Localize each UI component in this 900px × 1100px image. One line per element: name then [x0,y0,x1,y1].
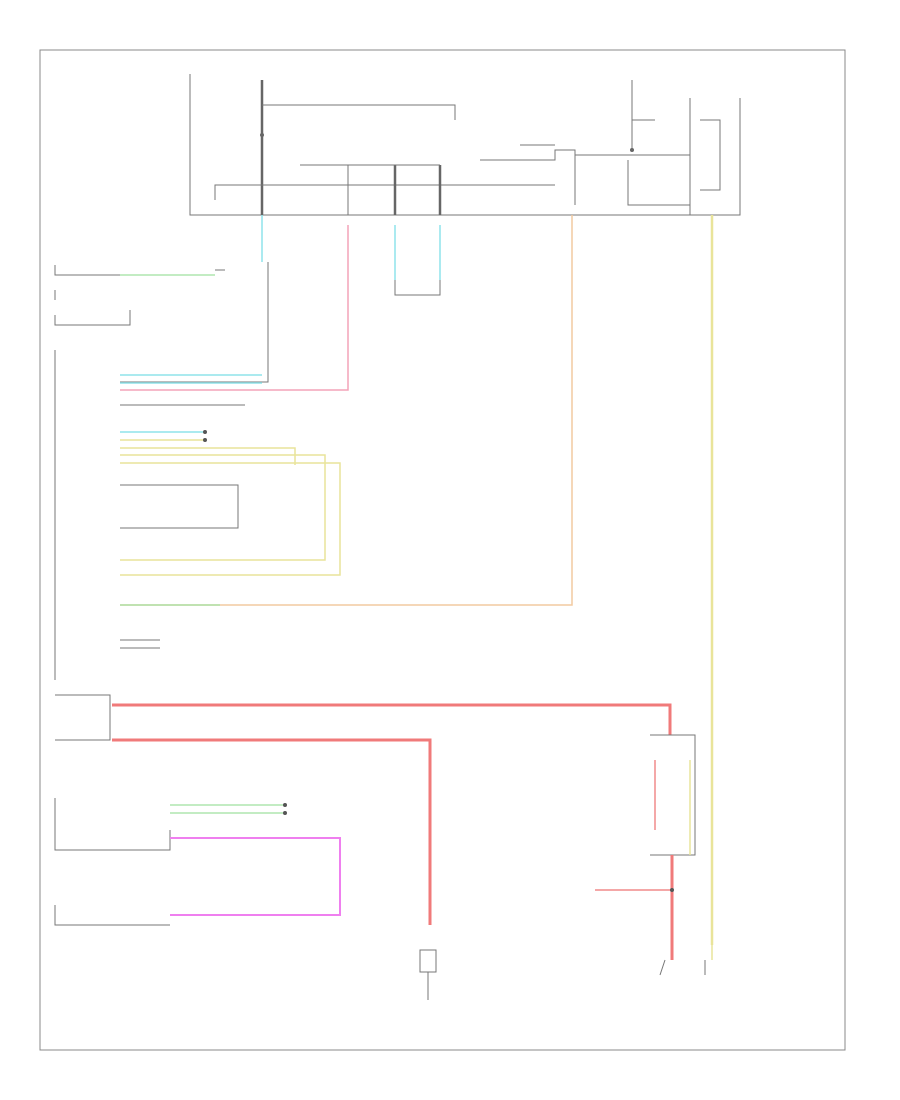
lower-left-modules [54,798,341,926]
outer-frame [39,49,846,1051]
battery [419,949,437,1000]
starter-ignition [595,734,713,976]
left-modules [54,265,341,680]
transmission-module [55,694,672,925]
top-internal-circuits [214,80,721,215]
top-component-box [189,74,741,216]
drop-wires [120,215,714,945]
